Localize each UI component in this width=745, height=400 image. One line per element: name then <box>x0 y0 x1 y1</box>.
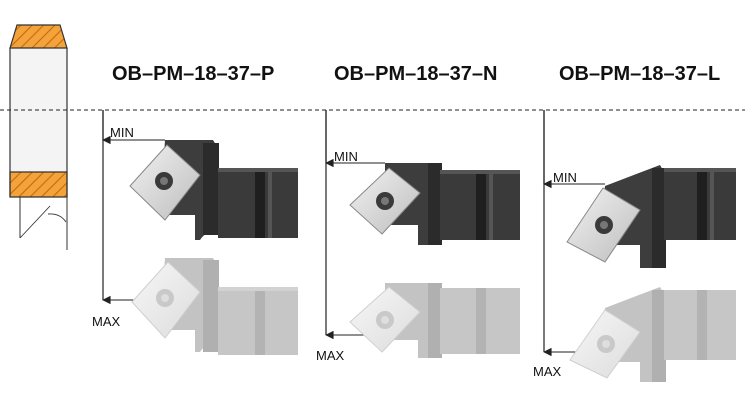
holder-l-max <box>569 287 736 382</box>
holder-l-min <box>566 165 736 268</box>
tool-title-n: OB–PM–18–37–N <box>334 63 497 85</box>
max-label-n: MAX <box>316 348 345 363</box>
holder-n-min <box>349 163 520 245</box>
tool-title-p: OB–PM–18–37–P <box>112 63 274 85</box>
holder-p-min <box>129 140 298 240</box>
min-label-p: MIN <box>110 125 134 140</box>
max-label-p: MAX <box>92 314 121 329</box>
min-label-l: MIN <box>553 170 577 185</box>
max-label-l: MAX <box>533 364 562 379</box>
tool-l: MIN MAX <box>533 110 736 382</box>
tool-p: MIN MAX <box>92 110 298 355</box>
holder-n-max <box>349 283 520 358</box>
workpiece-section <box>9 24 68 250</box>
min-label-n: MIN <box>334 149 358 164</box>
holder-p-max <box>131 258 298 355</box>
tool-title-l: OB–PM–18–37–L <box>559 63 720 85</box>
tool-n: MIN MAX <box>316 110 520 363</box>
